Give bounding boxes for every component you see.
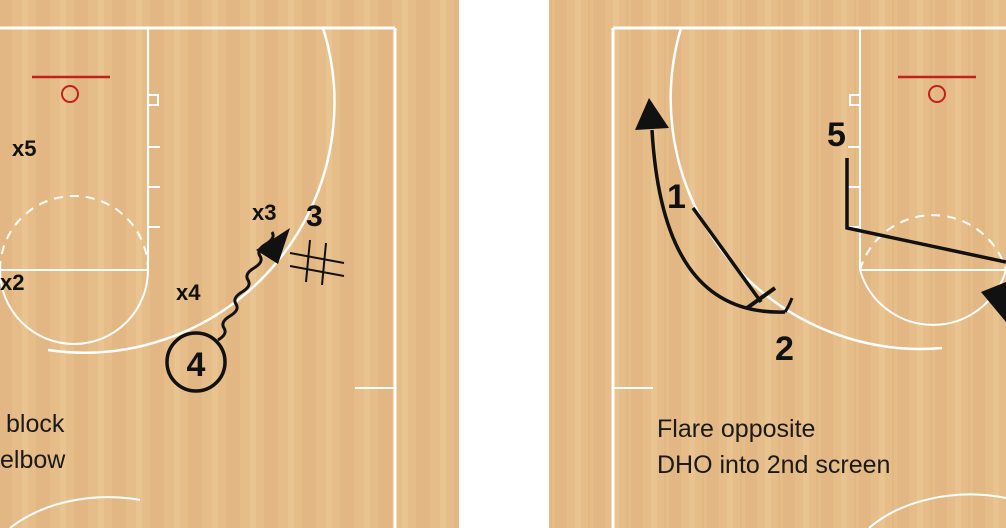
caption-line-2: DHO into 2nd screen (657, 451, 890, 479)
block-mark (849, 94, 861, 106)
left-court-diagram: x5 x2 x4 x3 3 4 block elbow (0, 0, 459, 528)
center-circle (868, 493, 1006, 528)
defender-x3: x3 (252, 200, 276, 225)
three-point-arc (47, 27, 336, 354)
arrow-icon (635, 98, 669, 130)
player-4: 4 (187, 346, 206, 384)
caption-line-2: elbow (0, 446, 66, 474)
court-floor (549, 0, 1006, 528)
screen-icon (289, 239, 345, 286)
court-floor (0, 0, 459, 528)
basket-icon (898, 75, 976, 103)
defender-x4: x4 (176, 280, 201, 305)
right-court-diagram: 5 1 2 Flare opposite DHO into 2nd screen (549, 0, 1006, 528)
defender-x5: x5 (12, 136, 36, 161)
player-1: 1 (667, 178, 686, 216)
player-3: 3 (306, 200, 323, 233)
handoff-hook (783, 297, 794, 313)
player-2: 2 (775, 330, 794, 368)
arrow-icon (256, 228, 290, 264)
defender-x2: x2 (0, 270, 24, 295)
basket-icon (32, 75, 110, 103)
arrow-icon (981, 282, 1006, 322)
block-mark (147, 94, 159, 106)
player-5-cut-path (845, 158, 1006, 264)
screen-icon (745, 286, 777, 310)
free-throw-circle-upper (0, 195, 149, 271)
panel-gap (459, 0, 549, 528)
player-5: 5 (827, 116, 846, 154)
left-court-panel: x5 x2 x4 x3 3 4 block elbow (0, 0, 459, 528)
caption-line-1: block (6, 410, 65, 438)
free-throw-circle-lower (0, 269, 149, 345)
player-1-flare-path (650, 129, 786, 314)
screen-path (691, 206, 763, 304)
caption-line-1: Flare opposite (657, 415, 815, 443)
player-4-circle (165, 331, 227, 393)
court-lines (0, 26, 397, 528)
right-court-panel: 5 1 2 Flare opposite DHO into 2nd screen (549, 0, 1006, 528)
free-throw-circle-upper (859, 214, 1006, 271)
center-circle (9, 496, 141, 528)
